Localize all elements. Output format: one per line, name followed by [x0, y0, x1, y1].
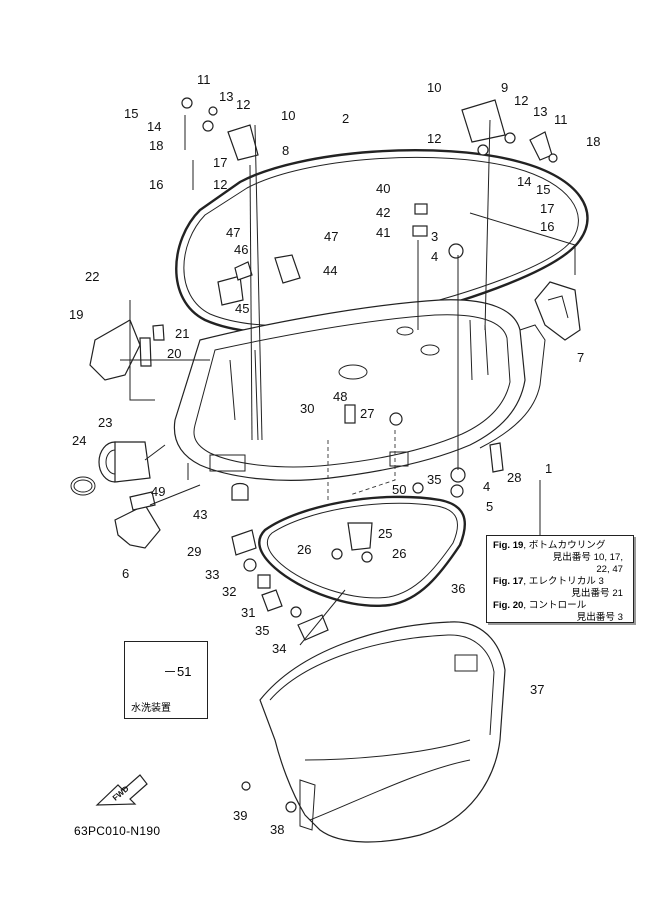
part-label: 26 [297, 542, 311, 557]
part-label: 36 [451, 581, 465, 596]
part-label: 49 [151, 484, 165, 499]
part-labels: 11 15 14 13 12 10 18 8 17 12 16 2 10 9 1… [69, 72, 600, 837]
guide-lines [120, 115, 576, 646]
connector-23 [98, 441, 151, 483]
part-label: 14 [517, 174, 531, 189]
ref-sub: 見出番号 21 [571, 588, 623, 599]
cowling-seal [175, 149, 589, 335]
part-label: 23 [98, 415, 112, 430]
ref-row: Fig. 17, エレクトリカル 3 [493, 576, 627, 588]
part-label: 17 [540, 201, 554, 216]
part-label: 10 [281, 108, 295, 123]
clamp-24 [70, 476, 96, 496]
part-label: 30 [300, 401, 314, 416]
ref-fig: Fig. 19 [493, 540, 524, 551]
ref-sub: 22, 47 [596, 564, 623, 575]
part-label: 19 [69, 307, 83, 322]
part-label: 44 [323, 263, 337, 278]
ref-text: , ボトムカウリング [523, 540, 606, 551]
flush-device-label: 水洗装置 [131, 703, 171, 714]
flush-device-box: 51 水洗装置 [124, 641, 208, 719]
ref-row: Fig. 20, コントロール [493, 600, 627, 612]
part-label: 12 [213, 177, 227, 192]
part-label: 4 [431, 249, 438, 264]
part-label: 16 [540, 219, 554, 234]
part-label: 22 [85, 269, 99, 284]
part-label: 47 [324, 229, 338, 244]
bracket-7 [534, 281, 581, 341]
fwd-arrow-icon: FWD [95, 774, 148, 806]
part-label: 12 [427, 131, 441, 146]
part-label: 39 [233, 808, 247, 823]
part-label: 24 [72, 433, 86, 448]
part-label: 7 [577, 350, 584, 365]
part-label: 5 [486, 499, 493, 514]
part-label: 31 [241, 605, 255, 620]
part-label: 16 [149, 177, 163, 192]
part-label: 18 [149, 138, 163, 153]
part-label: 4 [483, 479, 490, 494]
part-label: 17 [213, 155, 227, 170]
figure-reference-box: Fig. 19, ボトムカウリング 見出番号 10, 17, 22, 47 Fi… [486, 535, 634, 623]
part-label: 50 [392, 482, 406, 497]
part-label: 10 [427, 80, 441, 95]
part-label: 35 [255, 623, 269, 638]
diagram-code: 63PC010-N190 [74, 824, 161, 838]
part-label: 35 [427, 472, 441, 487]
part-label: 1 [545, 461, 552, 476]
ref-text: , コントロール [523, 600, 587, 611]
part-label: 3 [431, 229, 438, 244]
part-label: 28 [507, 470, 521, 485]
part-label: 42 [376, 205, 390, 220]
part-label: 47 [226, 225, 240, 240]
part-label: 27 [360, 406, 374, 421]
part-label: 33 [205, 567, 219, 582]
lower-seal [258, 495, 467, 607]
part-label: 37 [530, 682, 544, 697]
part-label: 25 [378, 526, 392, 541]
part-label: 48 [333, 389, 347, 404]
ref-sub: 見出番号 10, 17, [552, 552, 623, 563]
part-label: 45 [235, 301, 249, 316]
part-label: 38 [270, 822, 284, 837]
part-label: 11 [554, 112, 568, 127]
part-label: 51 [177, 664, 192, 679]
ref-row: Fig. 19, ボトムカウリング [493, 540, 627, 552]
part-label: 40 [376, 181, 390, 196]
part-label: 12 [514, 93, 528, 108]
part-label: 11 [197, 72, 211, 87]
part-label: 8 [282, 143, 289, 158]
part-label: 34 [272, 641, 286, 656]
small-parts [129, 97, 558, 813]
part-label: 32 [222, 584, 236, 599]
cover-19 [89, 319, 141, 381]
part-label: 15 [124, 106, 138, 121]
lower-cowling [259, 621, 506, 843]
part-label: 14 [147, 119, 161, 134]
part-label: 18 [586, 134, 600, 149]
part-label: 43 [193, 507, 207, 522]
part-label: 41 [376, 225, 390, 240]
part-label: 29 [187, 544, 201, 559]
part-label: 12 [236, 97, 250, 112]
part-label: 21 [175, 326, 189, 341]
cover-6 [114, 504, 161, 549]
ref-fig: Fig. 17 [493, 576, 524, 587]
part-label: 46 [234, 242, 248, 257]
ref-sub: 見出番号 3 [576, 612, 623, 623]
part-label: 20 [167, 346, 181, 361]
part-label: 6 [122, 566, 129, 581]
part-label: 13 [219, 89, 233, 104]
part-label: 2 [342, 111, 349, 126]
part-label: 9 [501, 80, 508, 95]
part-label: 26 [392, 546, 406, 561]
part-label: 15 [536, 182, 550, 197]
part-label: 13 [533, 104, 547, 119]
ref-fig: Fig. 20 [493, 600, 524, 611]
ref-text: , エレクトリカル 3 [523, 576, 604, 587]
